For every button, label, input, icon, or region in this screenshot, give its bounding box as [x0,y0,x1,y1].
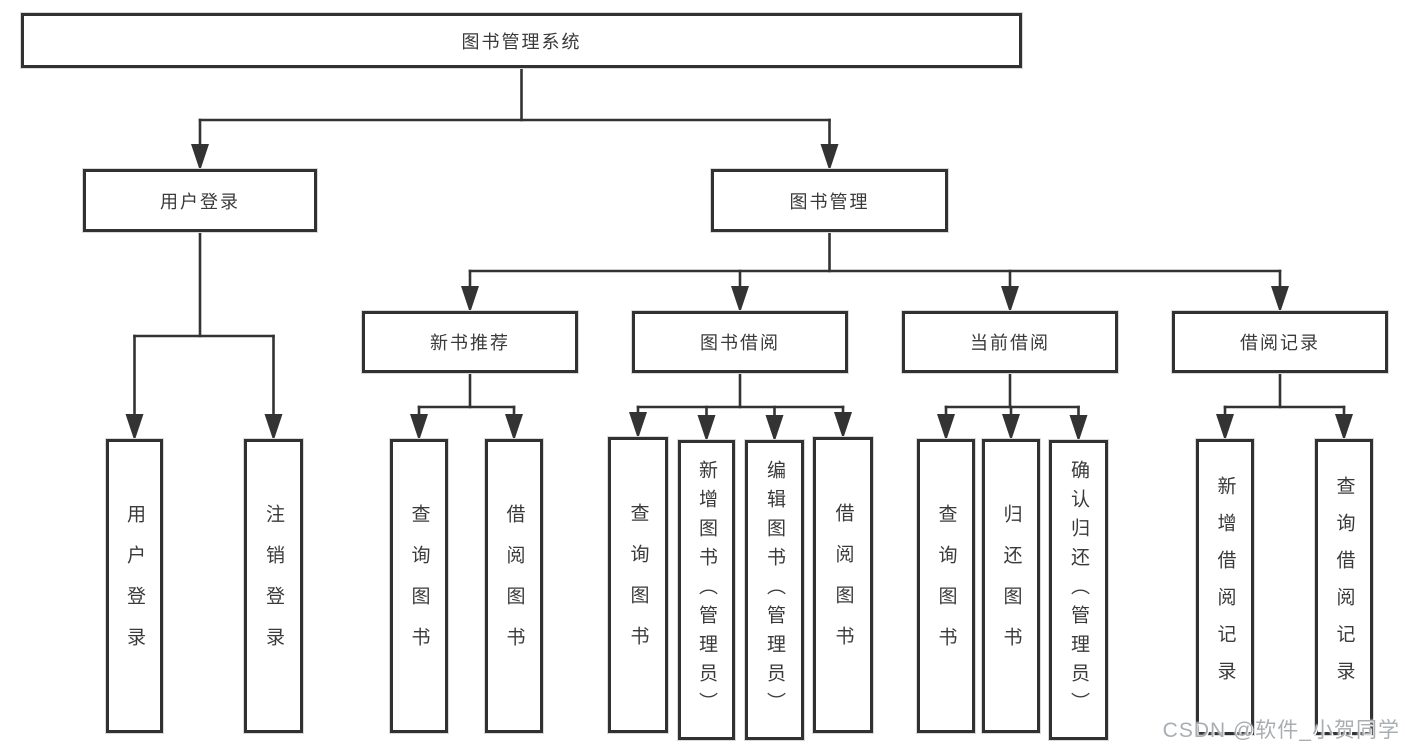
arrowhead-icon [834,412,852,439]
node-label: 新增图书（管理员） [696,459,717,721]
node-book-borrow: 图书借阅 [632,311,848,373]
arrowhead-icon [1002,414,1020,441]
node-leaf-bb-borrow: 借阅图书 [813,437,873,733]
node-leaf-logout: 注销登录 [244,439,303,733]
node-label: 注销登录 [263,504,284,668]
node-label: 查询借阅记录 [1333,476,1355,698]
node-label: 图书管理系统 [461,31,582,52]
node-leaf-nb-query: 查询图书 [390,439,448,733]
arrowhead-icon [461,286,479,313]
node-label: 借阅图书 [503,504,525,668]
arrowhead-icon [410,414,428,441]
node-user-login: 用户登录 [83,169,317,232]
node-current-borrow: 当前借阅 [902,311,1118,373]
node-label: 当前借阅 [970,333,1050,353]
arrowhead-icon [1271,286,1289,313]
node-leaf-bb-query: 查询图书 [608,437,668,733]
node-borrow-records: 借阅记录 [1172,311,1388,373]
node-label: 编辑图书（管理员） [764,459,785,721]
arrowhead-icon [264,414,283,441]
arrowhead-icon [820,144,839,171]
node-label: 用户登录 [160,191,240,212]
node-label: 归还图书 [1000,504,1022,668]
node-leaf-cb-return: 归还图书 [982,439,1040,733]
arrowhead-icon [505,414,523,441]
watermark: CSDN @软件_小贺同学 [1162,719,1400,742]
node-label: 新增借阅记录 [1214,476,1236,698]
arrowhead-icon [191,144,209,171]
node-new-book-rec: 新书推荐 [362,311,578,373]
arrowhead-icon [629,412,647,439]
arrowhead-icon [697,415,716,442]
arrowhead-icon [1069,415,1088,442]
arrowhead-icon [937,414,955,441]
node-label: 用户登录 [124,504,145,668]
node-leaf-rec-add: 新增借阅记录 [1196,439,1254,735]
arrowhead-icon [731,286,749,313]
node-leaf-user-login: 用户登录 [106,439,163,733]
node-leaf-bb-edit: 编辑图书（管理员） [745,440,804,740]
node-label: 确认归还（管理员） [1068,459,1089,721]
node-label: 查询图书 [935,504,957,668]
node-leaf-nb-borrow: 借阅图书 [485,439,543,733]
node-label: 新书推荐 [430,333,510,353]
node-label: 借阅图书 [832,503,854,667]
node-leaf-rec-query: 查询借阅记录 [1315,439,1373,735]
node-label: 图书借阅 [700,333,780,353]
node-label: 查询图书 [408,504,430,668]
node-book-mgmt: 图书管理 [711,169,948,232]
arrowhead-icon [1216,414,1234,441]
node-leaf-bb-add: 新增图书（管理员） [678,440,735,740]
node-leaf-cb-confirm: 确认归还（管理员） [1049,440,1108,740]
node-label: 借阅记录 [1240,333,1320,353]
arrowhead-icon [1001,286,1019,313]
node-label: 查询图书 [627,503,649,667]
node-label: 图书管理 [789,191,870,212]
node-leaf-cb-query: 查询图书 [917,439,975,733]
arrowhead-icon [125,414,144,441]
arrowhead-icon [765,415,784,442]
node-root: 图书管理系统 [21,13,1022,68]
arrowhead-icon [1335,414,1353,441]
